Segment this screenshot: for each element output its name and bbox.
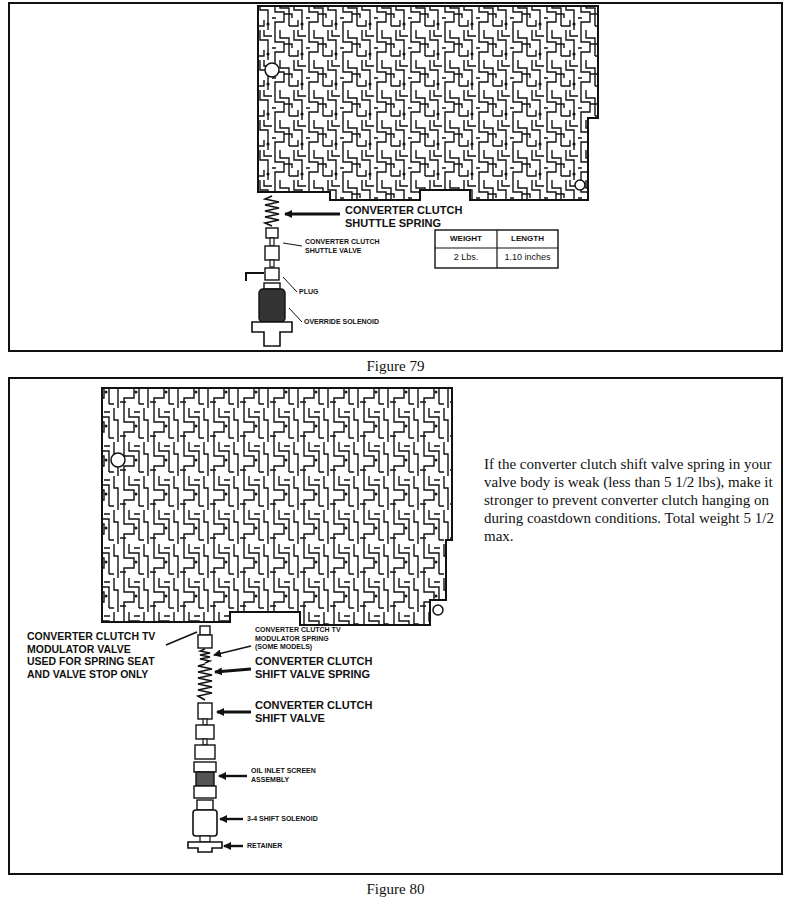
leader-line [283, 243, 302, 246]
plate-hole [433, 605, 443, 615]
table-cell: 2 Lbs. [435, 252, 497, 263]
leader-arrow [217, 711, 251, 714]
figure-caption: Figure 80 [10, 881, 781, 898]
solenoid-stem [200, 836, 210, 842]
screen-base [194, 786, 216, 798]
leader-arrow [285, 213, 340, 216]
plate-ground [102, 388, 452, 625]
valve-land [195, 745, 215, 759]
solenoid-connector [252, 322, 292, 346]
part-label: OIL INLET SCREEN ASSEMBLY [251, 767, 327, 784]
plug [265, 268, 279, 280]
valve-stem [270, 260, 274, 267]
part-label: RETAINER [247, 842, 282, 851]
plate-hole [111, 453, 125, 467]
tv-spring [200, 649, 210, 663]
part-label: CONVERTER CLUTCH SHIFT VALVE [255, 699, 380, 725]
spec-table [435, 230, 558, 268]
figure-panel: Figure 80 [8, 377, 783, 875]
part-label: CONVERTER CLUTCH SHUTTLE SPRING [345, 204, 470, 230]
spring [265, 196, 279, 226]
leader-arrow [214, 646, 251, 655]
leader-arrow [224, 845, 243, 847]
leader-line [289, 308, 302, 322]
table-cell: 1.10 inches [497, 252, 558, 263]
screen-mesh [196, 772, 214, 786]
note-text: If the converter clutch shift valve spri… [484, 455, 776, 545]
tv-valve-tip [200, 626, 210, 635]
part-label: PLUG [299, 288, 318, 297]
screen-cap [194, 762, 216, 772]
plate-ground [258, 6, 598, 200]
valve-stem [270, 238, 274, 246]
valve-land [196, 725, 214, 739]
leader-line [166, 632, 197, 645]
leader-arrow [215, 669, 251, 672]
valve-stem [203, 739, 207, 745]
valve-stem [203, 719, 207, 725]
separator-plate [258, 6, 598, 200]
figure-caption: Figure 79 [10, 358, 781, 375]
figure-panel: Figure 79 [8, 2, 783, 352]
retaining-pin [246, 273, 264, 281]
tv-modulator-valve [198, 635, 212, 648]
valve-land [266, 228, 278, 238]
plate-hole [265, 63, 279, 77]
part-label: OVERRIDE SOLENOID [304, 318, 379, 327]
table-header: LENGTH [497, 234, 558, 244]
part-label: 3-4 SHIFT SOLENOID [247, 815, 318, 824]
part-label: CONVERTER CLUTCH SHIFT VALVE SPRING [255, 655, 380, 681]
retainer-clip [188, 842, 222, 852]
solenoid-body [193, 810, 217, 836]
part-label: CONVERTER CLUTCH TV MODULATOR VALVE USED… [27, 630, 161, 680]
part-label: CONVERTER CLUTCH TV MODULATOR SPRING (SO… [255, 626, 347, 652]
shift-valve-spring [198, 664, 212, 700]
table-header: WEIGHT [435, 234, 497, 244]
leader-line [283, 277, 297, 292]
solenoid-body [259, 289, 285, 322]
solenoid-tip [264, 283, 280, 289]
part-label: CONVERTER CLUTCH SHUTTLE VALVE [305, 238, 385, 255]
solenoid-tip [197, 800, 213, 810]
leader-arrow [219, 775, 247, 777]
valve-land [265, 246, 279, 260]
table-rule [496, 230, 497, 268]
valve-land [198, 703, 212, 719]
separator-plate [102, 388, 452, 625]
plate-hole [575, 180, 585, 190]
leader-arrow [220, 818, 243, 820]
